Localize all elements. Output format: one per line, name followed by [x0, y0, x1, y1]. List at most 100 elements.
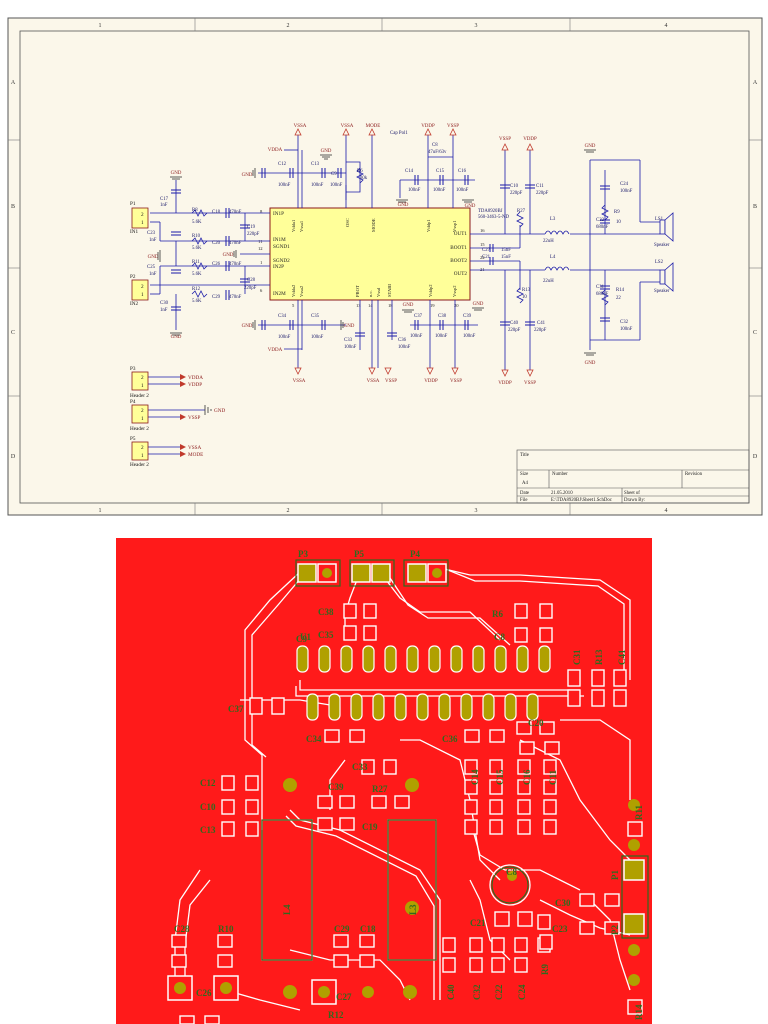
silk-label: C39 [328, 782, 344, 792]
part-ref: C27 [482, 248, 491, 253]
silk-label: C11 [548, 769, 558, 785]
pin-number: 14 [368, 303, 373, 308]
silkscreen-outlines [261, 559, 649, 961]
part-value: 100nF [410, 334, 423, 339]
row-label: D [11, 454, 16, 460]
part-ref: R9 [614, 210, 620, 215]
ic-pin-sgnd2: SGND2 [273, 258, 290, 264]
net-label: VDDA [188, 375, 203, 381]
ic-pin-prot: PROT [355, 285, 360, 297]
part-value: 100nF [311, 183, 324, 188]
ic-pin-in2p: IN2P [273, 264, 284, 270]
silk-label: C22 [494, 984, 504, 1000]
part-ref: C16 [458, 169, 467, 174]
inductor-icons [544, 230, 570, 271]
schematic-wires [148, 135, 660, 455]
silk-label: C9 [296, 634, 307, 644]
part-ref: R8 [192, 208, 198, 213]
silk-label: C20 [528, 718, 544, 728]
ic-pin-in1p: IN1P [273, 211, 284, 217]
part-value: 10 [616, 220, 621, 225]
ic-part-name: TDA8920BJ [478, 209, 503, 214]
part-value: 100nF [278, 335, 291, 340]
ic-pin-vssp1: Vssp1 [452, 220, 457, 232]
col-label: 4 [665, 508, 668, 514]
part-ref: C18 [212, 210, 221, 215]
ic-pin-vssp2: Vssp2 [452, 285, 457, 297]
part-ref: C39 [463, 314, 472, 319]
capacitor-icons [171, 168, 610, 337]
power-label: VDDA [268, 348, 283, 353]
ic-pin-in1m: IN1M [273, 237, 286, 243]
row-label: A [753, 80, 758, 86]
connector-p2[interactable] [131, 279, 149, 301]
ic-part-number: 560-3463-5-ND [478, 215, 509, 220]
pin-number: 19 [430, 303, 435, 308]
silk-label: C14 [470, 769, 480, 785]
part-ref: R12 [192, 287, 201, 292]
ic-pin-stabi: STABI [387, 284, 392, 297]
part-ref: C32 [620, 320, 629, 325]
part-ref: C31 [596, 285, 605, 290]
ic-pin-out2: OUT2 [454, 271, 468, 277]
row-label: B [11, 204, 15, 210]
part-ref: C38 [438, 314, 447, 319]
part-ref: LS1 [655, 217, 664, 222]
part-ref: C19 [247, 225, 256, 230]
ic-pin-nc: n.c. [368, 290, 373, 297]
pin-number: 1 [141, 383, 144, 389]
power-label: VDDP [421, 124, 435, 129]
part-ref: L3 [550, 217, 556, 222]
power-label: VSSA [367, 379, 380, 384]
schematic-sheet: 1 2 3 4 1 2 3 4 A B C D A B C D IN1P IN1… [7, 17, 763, 516]
gnd-label: GND [585, 144, 596, 149]
connector-label: P2 [130, 274, 136, 280]
part-value: 220pF [534, 328, 547, 333]
silk-label: C8 [506, 867, 517, 877]
part-value: 100nF [278, 183, 291, 188]
power-label: VDDP [498, 381, 512, 386]
connector-p1[interactable] [131, 207, 149, 229]
silk-label: R12 [328, 1010, 344, 1020]
silk-label: R13 [594, 649, 604, 665]
col-label: 3 [475, 508, 478, 514]
part-ref: R6 [357, 169, 363, 174]
size-label: Size [520, 472, 528, 477]
amplifier-ic[interactable] [269, 207, 471, 301]
row-label: A [11, 80, 16, 86]
smd-pads [171, 603, 643, 1024]
silk-label: C10 [200, 802, 216, 812]
resistor-icons [191, 167, 609, 306]
gnd-label: GND [321, 149, 332, 154]
silk-label: C27 [336, 992, 352, 1002]
part-value: 100nF [463, 334, 476, 339]
part-value: 100nF [456, 188, 469, 193]
part-ref: C15 [436, 169, 445, 174]
silk-label: C16 [522, 769, 532, 785]
silk-label: C28 [174, 924, 190, 934]
date-label: Date [520, 491, 529, 496]
header-p5[interactable] [131, 441, 149, 461]
col-label: 1 [99, 23, 102, 29]
silk-label: C12 [200, 778, 216, 788]
part-ref: R11 [192, 260, 200, 265]
header-p3[interactable] [131, 371, 149, 391]
part-value: 15nF [501, 248, 511, 253]
header-p4[interactable] [131, 404, 149, 424]
part-value: 100nF [344, 345, 357, 350]
silk-label: C31 [572, 649, 582, 665]
connector-type: Header 2 [130, 426, 149, 432]
part-ref: R27 [517, 209, 526, 214]
silk-label: C26 [196, 988, 212, 998]
silk-label: R27 [372, 784, 388, 794]
part-value: 5.6K [192, 220, 202, 225]
revision-label: Revision [685, 472, 703, 477]
part-ref: C22 [596, 218, 605, 223]
part-value: Speaker [654, 289, 670, 294]
gnd-label: GND [242, 173, 253, 178]
connector-label: P5 [130, 436, 136, 442]
silk-label: C40 [446, 984, 456, 1000]
silk-label: C33 [352, 762, 368, 772]
net-label: GND [214, 408, 225, 414]
part-value: 220pF [247, 232, 260, 237]
